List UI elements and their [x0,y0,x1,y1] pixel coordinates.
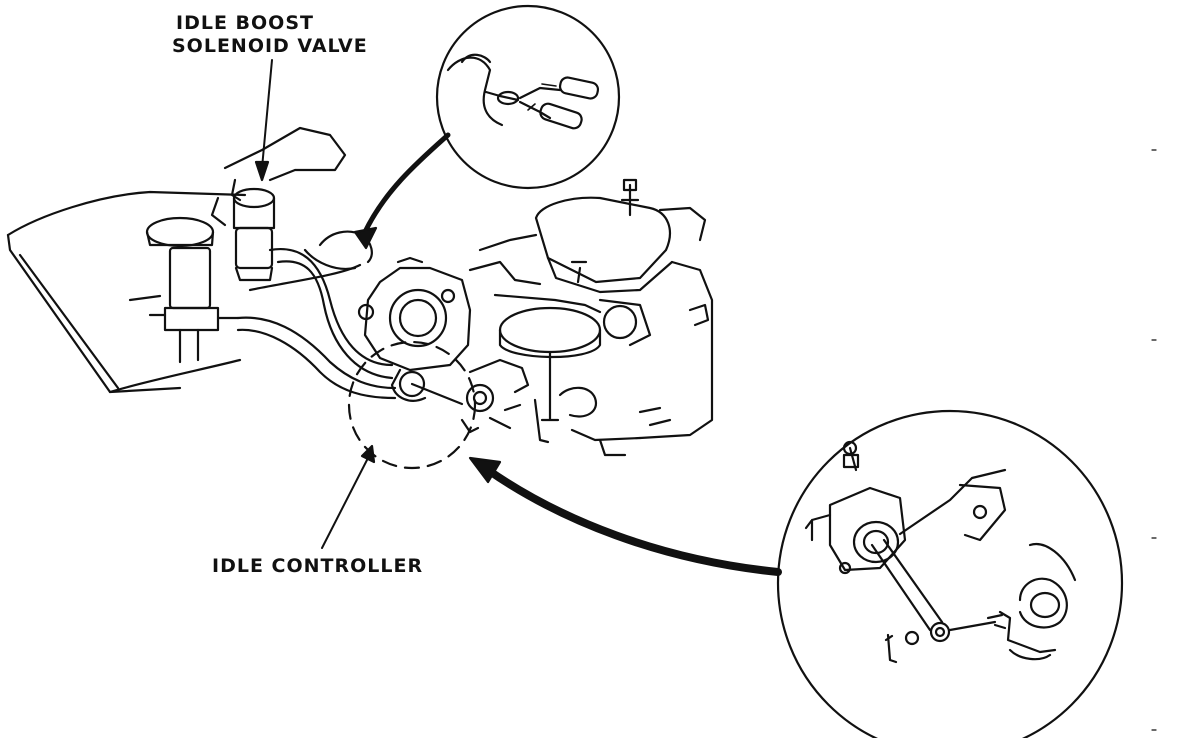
throttle-body [357,256,550,444]
solenoid-valve [145,126,347,364]
solenoid-label-line1: IDLE BOOST [176,12,314,34]
idle-controller-label: IDLE CONTROLLER [212,555,424,577]
solenoid-leader [254,59,273,182]
margin-marks [1151,149,1157,731]
idle-controller-callout-circle [347,340,477,470]
bottom-inset-arrow [468,456,782,576]
idle-controller-detail-inset [776,409,1124,738]
solenoid-valve-label: IDLE BOOST SOLENOID VALVE [172,12,368,58]
carburetor [468,178,714,457]
top-inset-arrow [353,132,451,250]
hose-detail-inset [435,4,621,190]
solenoid-label-line2: SOLENOID VALVE [172,35,368,57]
vacuum-hoses [236,230,397,400]
air-cleaner-housing [6,190,247,394]
idle-controller-leader [321,444,376,549]
